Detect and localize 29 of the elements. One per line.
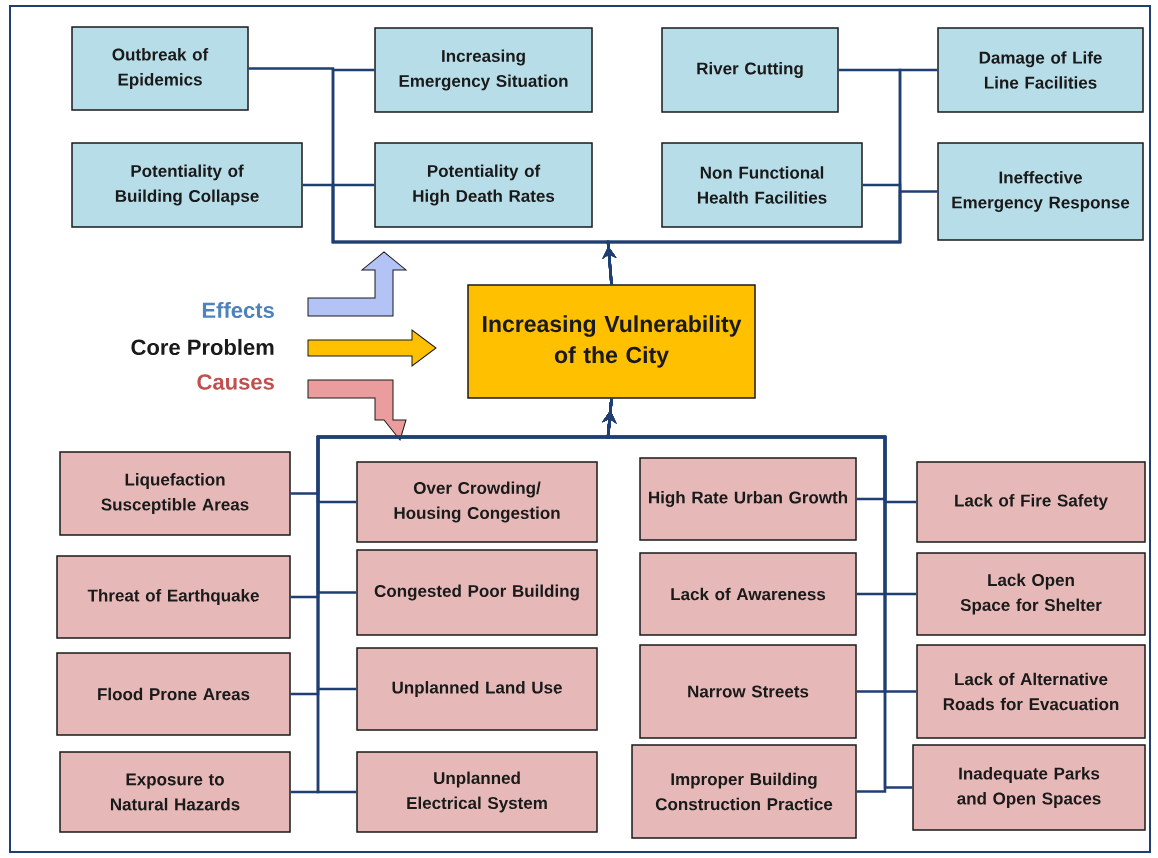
cause-box: Exposure to Natural Hazards [59,751,291,833]
effect-box: Increasing Emergency Situation [374,27,593,113]
cause-box: Lack of Awareness [639,552,857,636]
cause-box: Congested Poor Building [356,549,598,636]
category-label: Effects [202,301,274,319]
cause-box: Flood Prone Areas [56,652,291,736]
cause-box: Lack of Alternative Roads for Evacuation [916,644,1146,739]
core-problem-box: Increasing Vulnerability of the City [467,284,756,399]
effect-box: Non Functional Health Facilities [661,142,863,228]
connector [602,190,938,285]
cause-box: Narrow Streets [639,644,857,739]
effect-box: Outbreak of Epidemics [71,26,249,111]
cause-box: Over Crowding/ Housing Congestion [356,461,598,543]
effect-box: Damage of Life Line Facilities [937,27,1144,113]
effect-box: Potentiality of Building Collapse [71,142,303,228]
cause-box: Liquefaction Susceptible Areas [59,451,291,536]
effect-box: Ineffective Emergency Response [937,142,1144,241]
category-label: Causes [197,374,274,390]
cause-box: Unplanned Electrical System [356,751,598,833]
cause-box: Improper Building Construction Practice [631,744,857,839]
effect-box: River Cutting [661,27,839,113]
cause-box: Lack of Fire Safety [916,461,1146,543]
cause-box: Lack Open Space for Shelter [916,552,1146,636]
effect-box: Potentiality of High Death Rates [374,142,593,228]
category-label: Core Problem [131,338,274,356]
cause-box: Threat of Earthquake [56,555,291,639]
cause-box: Unplanned Land Use [356,647,598,731]
cause-box: Inadequate Parks and Open Spaces [912,744,1146,831]
cause-box: High Rate Urban Growth [639,457,857,541]
